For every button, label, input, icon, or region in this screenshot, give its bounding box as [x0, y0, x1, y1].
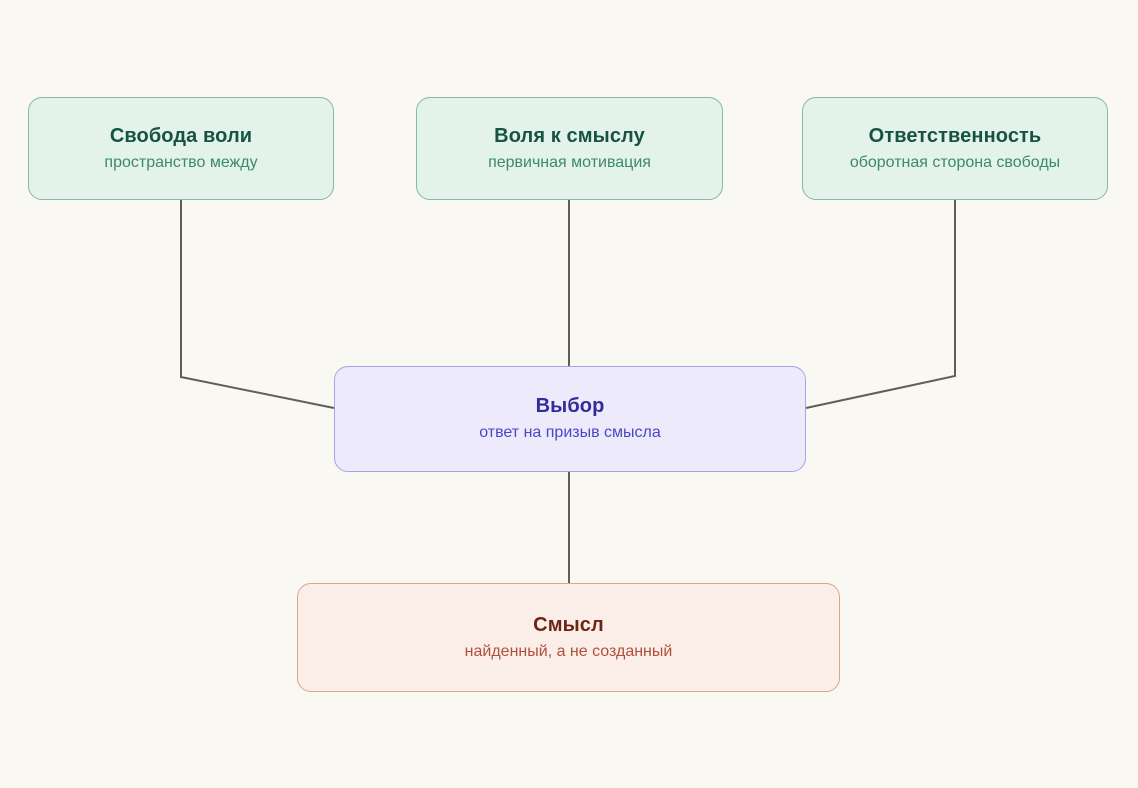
- edge-free-will-to-choice: [180, 200, 335, 409]
- node-meaning[interactable]: Смысл найденный, а не созданный: [297, 583, 840, 692]
- node-will-to-meaning-title: Воля к смыслу: [494, 124, 645, 147]
- node-choice-title: Выбор: [535, 395, 605, 418]
- node-meaning-subtitle: найденный, а не созданный: [464, 642, 673, 660]
- edge-responsibility-to-choice: [805, 200, 956, 409]
- node-responsibility[interactable]: Ответственность оборотная сторона свобод…: [802, 97, 1108, 200]
- node-will-to-meaning[interactable]: Воля к смыслу первичная мотивация: [416, 97, 723, 200]
- node-will-to-meaning-subtitle: первичная мотивация: [488, 153, 651, 171]
- node-choice[interactable]: Выбор ответ на призыв смысла: [334, 366, 806, 472]
- node-free-will[interactable]: Свобода воли пространство между: [28, 97, 334, 200]
- node-meaning-title: Смысл: [533, 613, 604, 636]
- node-responsibility-subtitle: оборотная сторона свободы: [849, 153, 1061, 171]
- node-responsibility-title: Ответственность: [868, 124, 1042, 147]
- node-free-will-subtitle: пространство между: [104, 153, 258, 171]
- node-choice-subtitle: ответ на призыв смысла: [479, 424, 661, 442]
- node-free-will-title: Свобода воли: [109, 124, 253, 147]
